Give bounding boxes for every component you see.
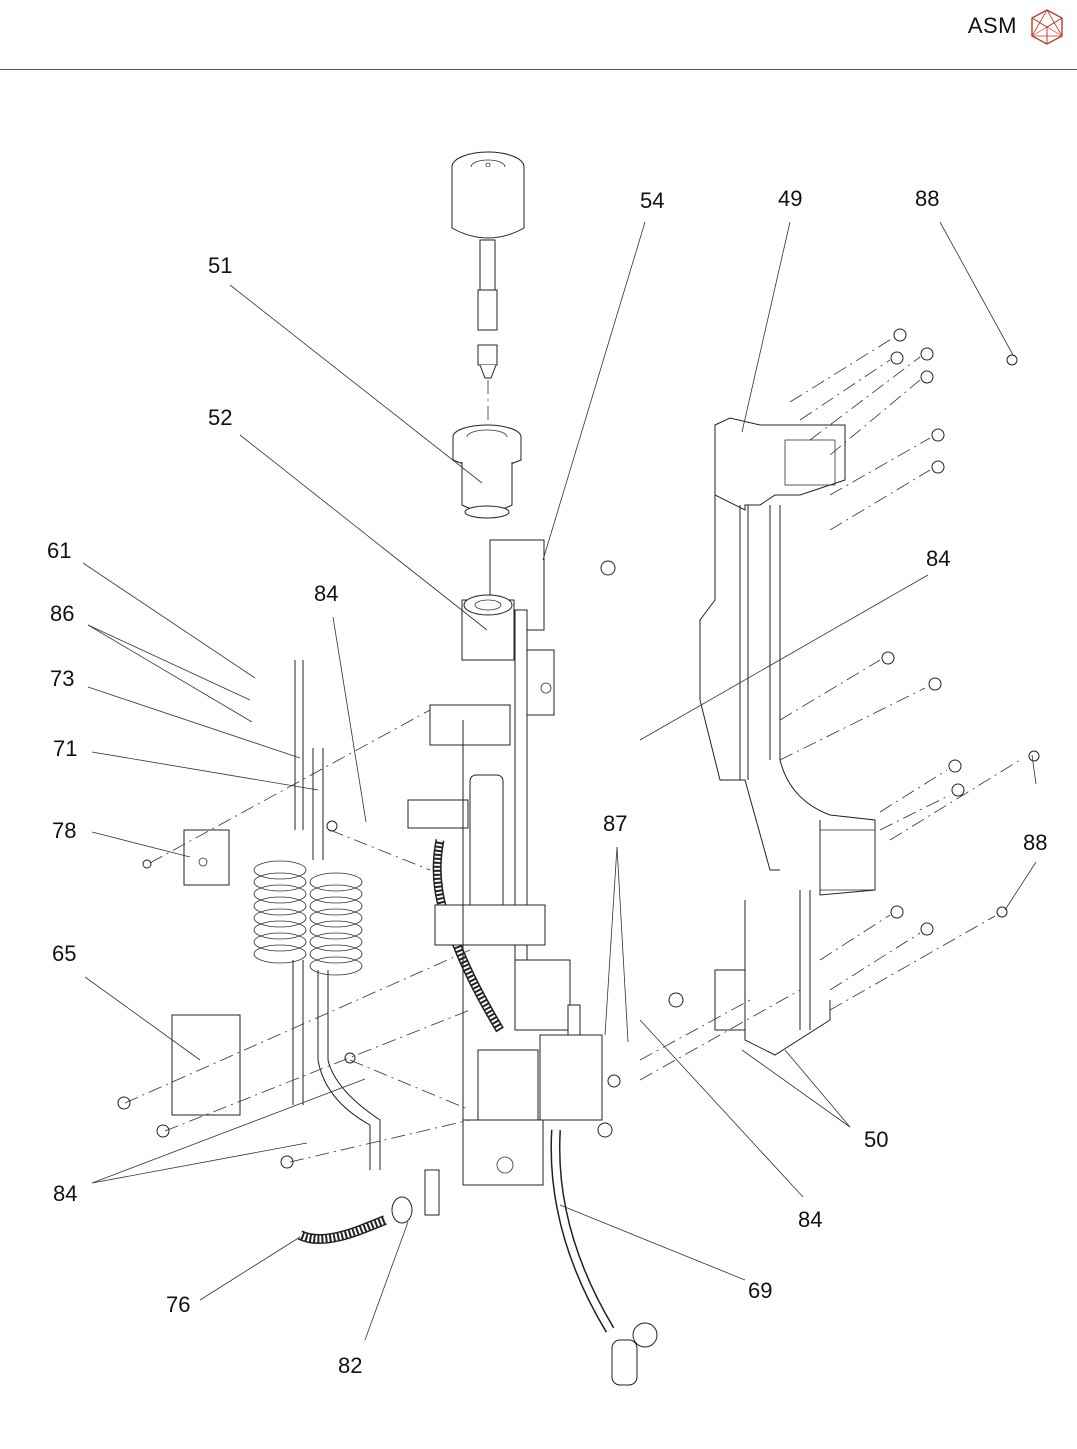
callout-84: 84	[314, 583, 338, 605]
callout-51: 51	[208, 255, 232, 277]
callout-49: 49	[778, 188, 802, 210]
callout-71: 71	[53, 738, 77, 760]
callout-84: 84	[53, 1183, 77, 1205]
central-column	[408, 540, 602, 1185]
callout-84: 84	[926, 548, 950, 570]
callout-86: 86	[50, 603, 74, 625]
callout-88: 88	[915, 188, 939, 210]
callout-84: 84	[798, 1209, 822, 1231]
callout-87: 87	[603, 813, 627, 835]
frame-part	[700, 418, 875, 1055]
callout-52: 52	[208, 407, 232, 429]
callout-54: 54	[640, 190, 664, 212]
callout-50: 50	[864, 1129, 888, 1151]
coil-springs	[254, 660, 380, 1170]
callout-78: 78	[52, 820, 76, 842]
holder-part	[453, 425, 521, 518]
callout-65: 65	[52, 943, 76, 965]
callout-73: 73	[50, 668, 74, 690]
callout-69: 69	[748, 1280, 772, 1302]
callout-76: 76	[166, 1294, 190, 1316]
callout-61: 61	[47, 540, 71, 562]
callout-88: 88	[1023, 832, 1047, 854]
block-parts	[172, 830, 240, 1115]
motor-cylinder	[452, 152, 524, 420]
callout-82: 82	[338, 1355, 362, 1377]
